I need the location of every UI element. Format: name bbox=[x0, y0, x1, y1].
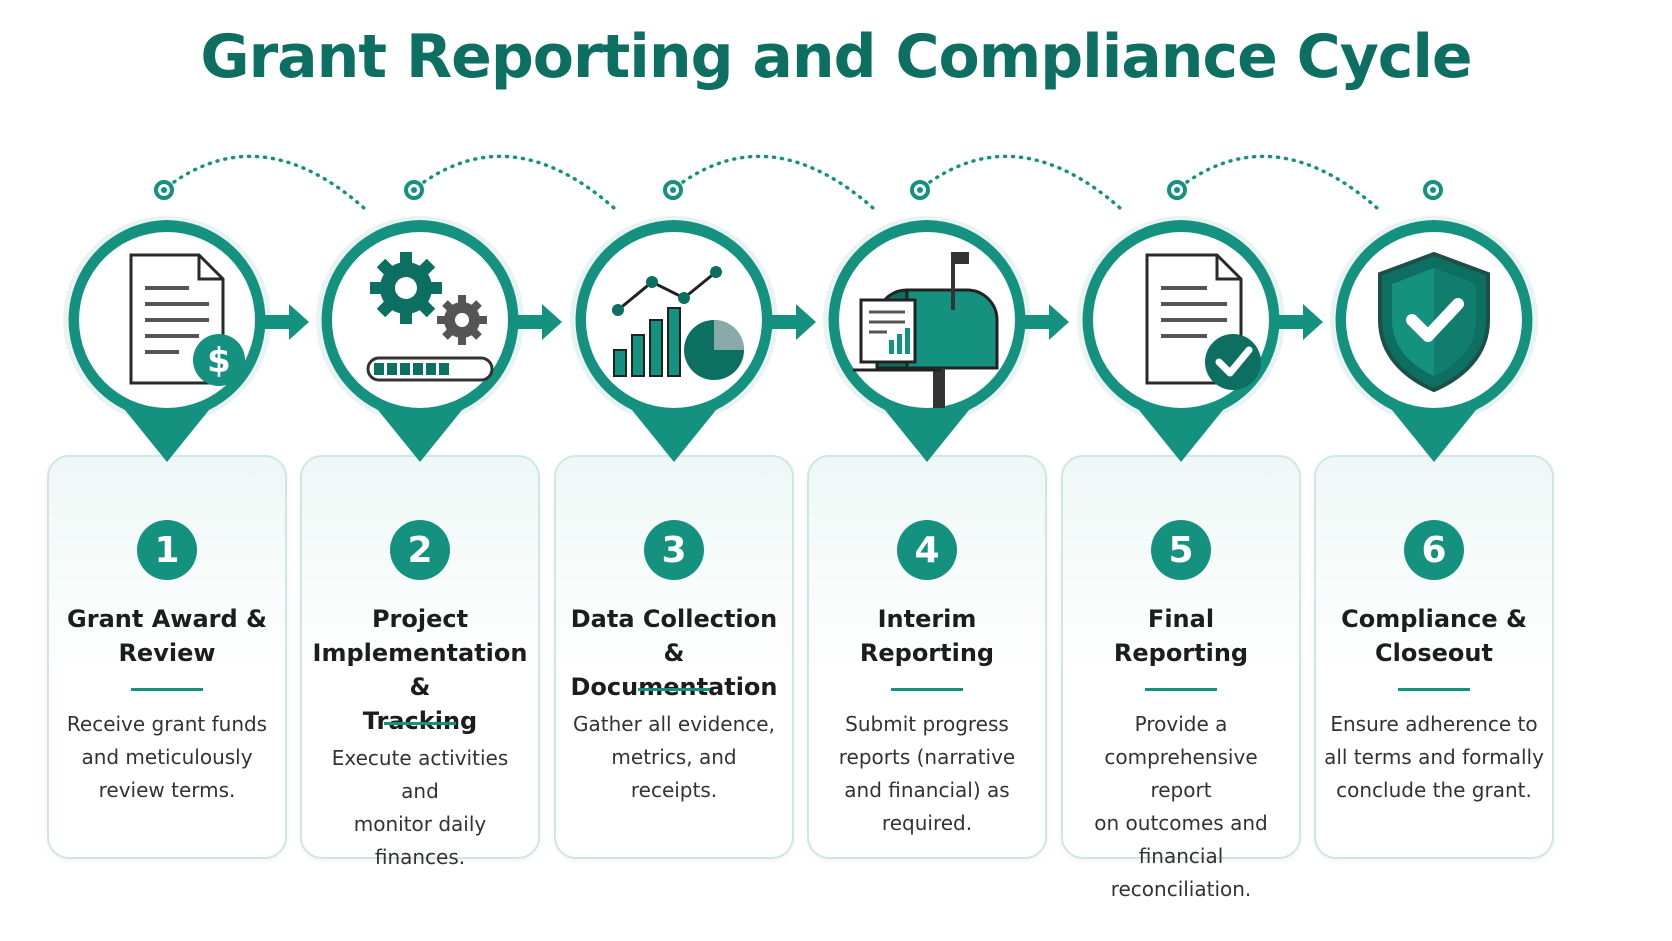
step-description-line: review terms. bbox=[98, 778, 236, 802]
step-description: Submit progress reports (narrative and fin… bbox=[817, 708, 1037, 840]
connector-node-dot bbox=[161, 187, 167, 193]
step-title: Grant Award & Review bbox=[55, 602, 279, 670]
step-description-line: monitor daily finances. bbox=[353, 812, 487, 869]
step-pin: $ bbox=[63, 216, 271, 462]
step-description-line: conclude the grant. bbox=[1336, 778, 1532, 802]
step-description-line: Receive grant funds bbox=[66, 712, 268, 736]
step-description-line: Gather all evidence, bbox=[573, 712, 775, 736]
step-description-line: Provide a bbox=[1134, 712, 1228, 736]
step-description-line: reports (narrative bbox=[838, 745, 1016, 769]
step-description: Receive grant funds and meticulously revie… bbox=[57, 708, 277, 807]
step-number-badge: 1 bbox=[137, 520, 197, 580]
page-title: Grant Reporting and Compliance Cycle bbox=[200, 22, 1472, 92]
document-check-icon bbox=[1145, 253, 1261, 390]
step-divider bbox=[1398, 688, 1470, 691]
step-title-line: Review bbox=[118, 639, 216, 667]
step-description: Provide a comprehensive report on outcomes… bbox=[1071, 708, 1291, 906]
step-divider bbox=[891, 688, 963, 691]
step-description-line: comprehensive report bbox=[1104, 745, 1258, 802]
dotted-arc bbox=[172, 154, 366, 210]
svg-text:$: $ bbox=[207, 341, 231, 381]
connector-node-dot bbox=[670, 187, 676, 193]
step-description-line: metrics, and bbox=[611, 745, 737, 769]
step-title-line: Project bbox=[371, 605, 469, 633]
step-title: Compliance & Closeout bbox=[1322, 602, 1546, 670]
step-title-line: Grant Award & bbox=[67, 605, 267, 633]
dotted-arc bbox=[928, 154, 1122, 210]
step-description-line: receipts. bbox=[630, 778, 718, 802]
arrow-right-icon bbox=[772, 304, 816, 340]
connector-node-dot bbox=[1174, 187, 1180, 193]
step-title: Data Collection & Documentation bbox=[562, 602, 786, 704]
step-divider bbox=[638, 688, 710, 691]
step-title-line: Documentation bbox=[570, 673, 778, 701]
step-description-line: all terms and formally bbox=[1324, 745, 1544, 769]
step-description: Execute activities and monitor daily fina… bbox=[310, 742, 530, 874]
document-dollar-icon: $ bbox=[129, 253, 245, 386]
step-number-badge: 2 bbox=[390, 520, 450, 580]
step-description-line: Submit progress bbox=[845, 712, 1009, 736]
step-divider bbox=[1145, 688, 1217, 691]
step-pin bbox=[1330, 216, 1538, 462]
step-pin bbox=[570, 216, 778, 462]
step-description-line: and meticulously bbox=[81, 745, 253, 769]
step-title-line: Data Collection & bbox=[570, 605, 778, 667]
connector-node-dot bbox=[917, 187, 923, 193]
step-description: Gather all evidence, metrics, and receipts… bbox=[564, 708, 784, 807]
step-title-line: Final bbox=[1147, 605, 1215, 633]
step-description-line: on outcomes and bbox=[1094, 811, 1268, 835]
step-divider bbox=[131, 688, 203, 691]
charts-icon bbox=[612, 266, 744, 380]
step-pin bbox=[823, 216, 1031, 462]
step-description-line: Ensure adherence to bbox=[1330, 712, 1538, 736]
step-title-line: Reporting bbox=[1113, 639, 1249, 667]
arrow-right-icon bbox=[1279, 304, 1323, 340]
step-title-line: Tracking bbox=[362, 707, 478, 735]
arrow-right-icon bbox=[518, 304, 562, 340]
step-description-line: required. bbox=[881, 811, 973, 835]
step-number-badge: 3 bbox=[644, 520, 704, 580]
step-description-line: Execute activities and bbox=[331, 746, 509, 803]
dotted-arc bbox=[1185, 154, 1379, 210]
dotted-arc bbox=[422, 154, 616, 210]
step-title-line: Implementation & bbox=[312, 639, 528, 701]
step-title-line: Interim bbox=[877, 605, 977, 633]
dotted-arc bbox=[681, 154, 875, 210]
arrow-right-icon bbox=[265, 304, 309, 340]
step-divider bbox=[384, 722, 456, 725]
step-number-badge: 5 bbox=[1151, 520, 1211, 580]
step-description-line: and financial) as bbox=[844, 778, 1010, 802]
arrow-right-icon bbox=[1025, 304, 1069, 340]
step-title-line: Compliance & bbox=[1341, 605, 1527, 633]
shield-check-icon bbox=[1378, 251, 1490, 393]
connector-node-dot bbox=[411, 187, 417, 193]
step-number-badge: 6 bbox=[1404, 520, 1464, 580]
step-description: Ensure adherence to all terms and formall… bbox=[1324, 708, 1544, 807]
step-pin bbox=[316, 216, 524, 462]
mailbox-report-icon bbox=[853, 252, 999, 408]
step-description-line: financial reconciliation. bbox=[1110, 844, 1252, 901]
step-title-line: Closeout bbox=[1375, 639, 1493, 667]
connector-node-dot bbox=[1430, 187, 1436, 193]
step-title-line: Reporting bbox=[859, 639, 995, 667]
gears-progress-icon bbox=[366, 252, 494, 382]
step-pin bbox=[1077, 216, 1285, 462]
step-number-badge: 4 bbox=[897, 520, 957, 580]
